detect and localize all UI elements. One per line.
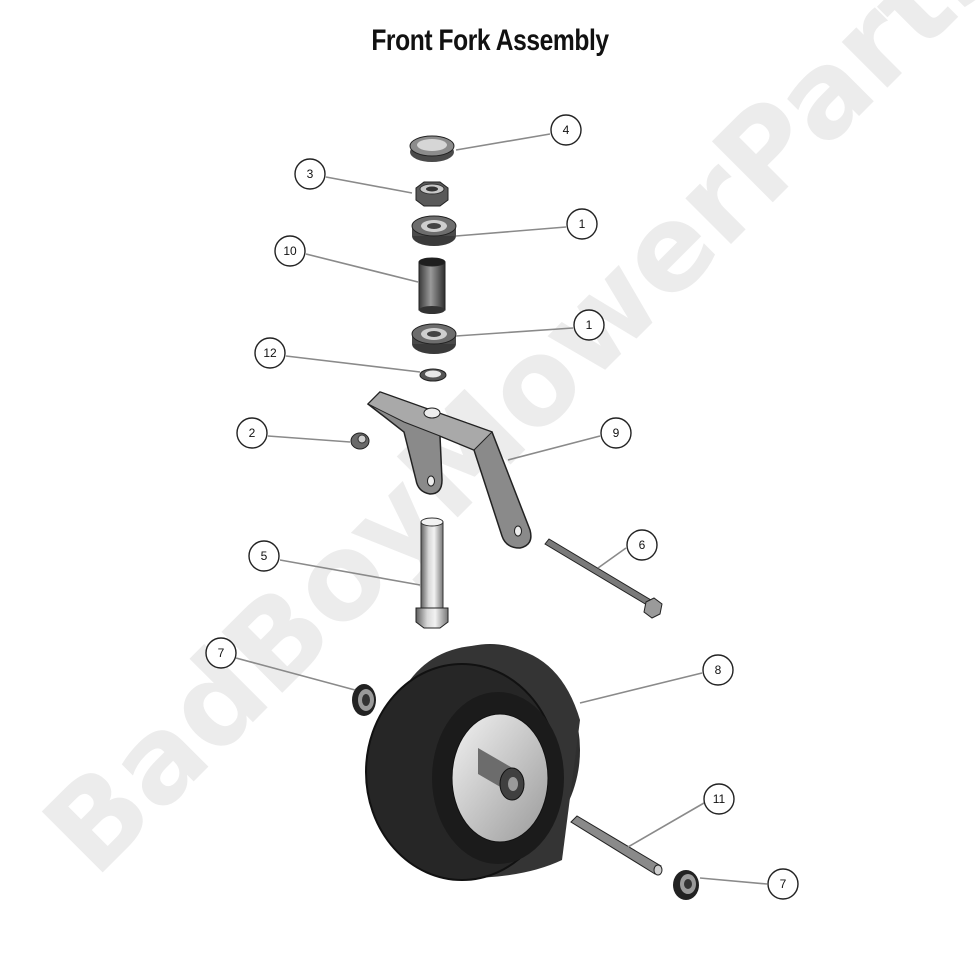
part-lock-nut [415, 181, 449, 207]
callout-8: 8 [702, 654, 734, 686]
callout-3: 3 [294, 158, 326, 190]
part-grease-fitting [350, 432, 370, 450]
leader-lines [235, 133, 768, 885]
part-axle-bolt [544, 538, 663, 619]
part-bearing-upper [411, 215, 457, 246]
callout-5: 5 [248, 540, 280, 572]
callout-7-left-label: 7 [218, 646, 225, 660]
callout-1-upper-label: 1 [579, 217, 586, 231]
callout-7-left: 7 [205, 637, 237, 669]
part-washer [419, 368, 447, 382]
callout-12-label: 12 [263, 346, 277, 360]
part-spacer-tube [418, 257, 446, 314]
callout-4: 4 [550, 114, 582, 146]
callout-2-label: 2 [249, 426, 256, 440]
callout-12: 12 [254, 337, 286, 369]
callout-9: 9 [600, 417, 632, 449]
part-fork [366, 391, 532, 549]
callout-7-right-label: 7 [780, 877, 787, 891]
part-pivot-bolt [415, 517, 449, 629]
callout-9-label: 9 [613, 426, 620, 440]
callout-1-upper: 1 [566, 208, 598, 240]
part-axle-spacer [570, 815, 663, 876]
part-wheel-tire [365, 644, 580, 881]
callout-5-label: 5 [261, 549, 268, 563]
callout-10: 10 [274, 235, 306, 267]
callout-11: 11 [703, 783, 735, 815]
callout-2: 2 [236, 417, 268, 449]
part-dust-cap [409, 135, 455, 162]
callout-8-label: 8 [715, 663, 722, 677]
diagram-title: Front Fork Assembly [371, 24, 609, 57]
part-wheel-bearing-right [673, 870, 699, 900]
callout-6: 6 [626, 529, 658, 561]
callout-6-label: 6 [639, 538, 646, 552]
callout-10-label: 10 [283, 244, 297, 258]
callout-1-lower: 1 [573, 309, 605, 341]
callout-3-label: 3 [307, 167, 314, 181]
callout-11-label: 11 [713, 792, 726, 806]
callout-1-lower-label: 1 [586, 318, 593, 332]
callout-7-right: 7 [767, 868, 799, 900]
part-bearing-lower [411, 323, 457, 354]
part-wheel-bearing-left [352, 684, 376, 716]
callout-4-label: 4 [563, 123, 570, 137]
